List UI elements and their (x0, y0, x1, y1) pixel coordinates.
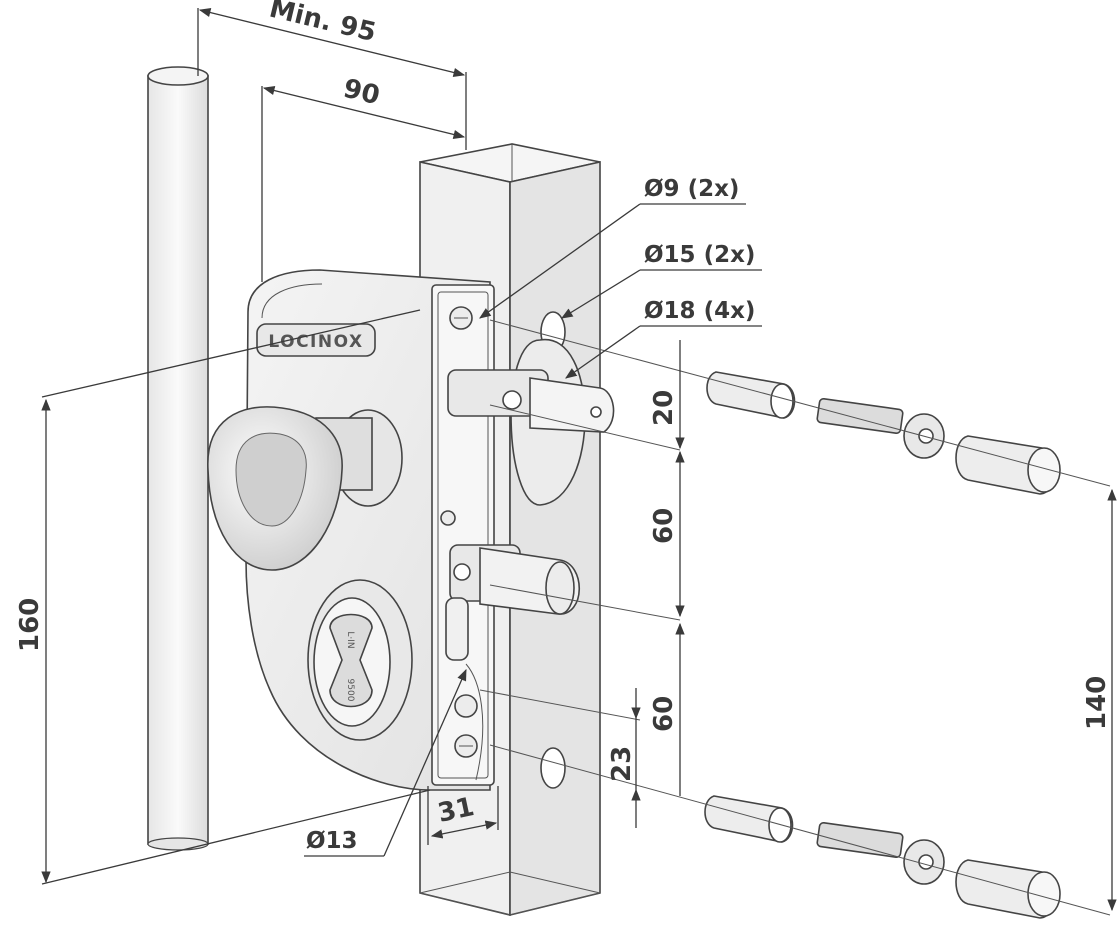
profile-hole-bottom (540, 747, 566, 789)
knob (207, 406, 403, 571)
dim-31: 31 (427, 786, 499, 845)
label-d15: Ø15 (2x) (644, 242, 755, 268)
label-31: 31 (435, 792, 477, 829)
dead-bolt (449, 544, 580, 615)
center-lines (479, 319, 1111, 916)
latch-bolt (447, 339, 615, 506)
label-60-lower: 60 (649, 696, 679, 732)
callout-d13: Ø13 (304, 668, 467, 857)
brand-logo: LOCINOX (268, 332, 363, 352)
faceplate-screws (440, 306, 484, 781)
brand-plate (256, 323, 376, 357)
label-d18: Ø18 (4x) (644, 298, 755, 324)
cylinder-mark-bottom: 9500 (345, 679, 355, 702)
label-90: 90 (340, 74, 382, 112)
cylinder: L·IN 9500 (307, 579, 413, 741)
fixing-set-bottom (704, 795, 1061, 919)
round-post (147, 66, 209, 851)
callout-d18: Ø18 (4x) (565, 298, 762, 379)
dim-23: 23 (607, 688, 641, 828)
label-d9: Ø9 (2x) (644, 176, 739, 202)
label-d13: Ø13 (306, 828, 358, 854)
dim-vertical-spacing: 20 60 60 (649, 340, 685, 796)
label-20: 20 (649, 390, 679, 426)
dim-140: 140 (1082, 488, 1117, 912)
callout-d15: Ø15 (2x) (561, 242, 762, 319)
label-140: 140 (1082, 676, 1112, 730)
callout-d9: Ø9 (2x) (479, 176, 746, 319)
label-60-upper: 60 (649, 508, 679, 544)
label-min-95: Min. 95 (266, 0, 378, 48)
cylinder-mark-top: L·IN (345, 631, 355, 648)
dim-90: 90 (261, 74, 466, 282)
label-23: 23 (607, 746, 637, 782)
lock-body: LOCINOX (245, 269, 495, 791)
label-160: 160 (15, 598, 45, 652)
fixing-set-top (706, 371, 1061, 495)
dim-160: 160 (15, 309, 431, 885)
